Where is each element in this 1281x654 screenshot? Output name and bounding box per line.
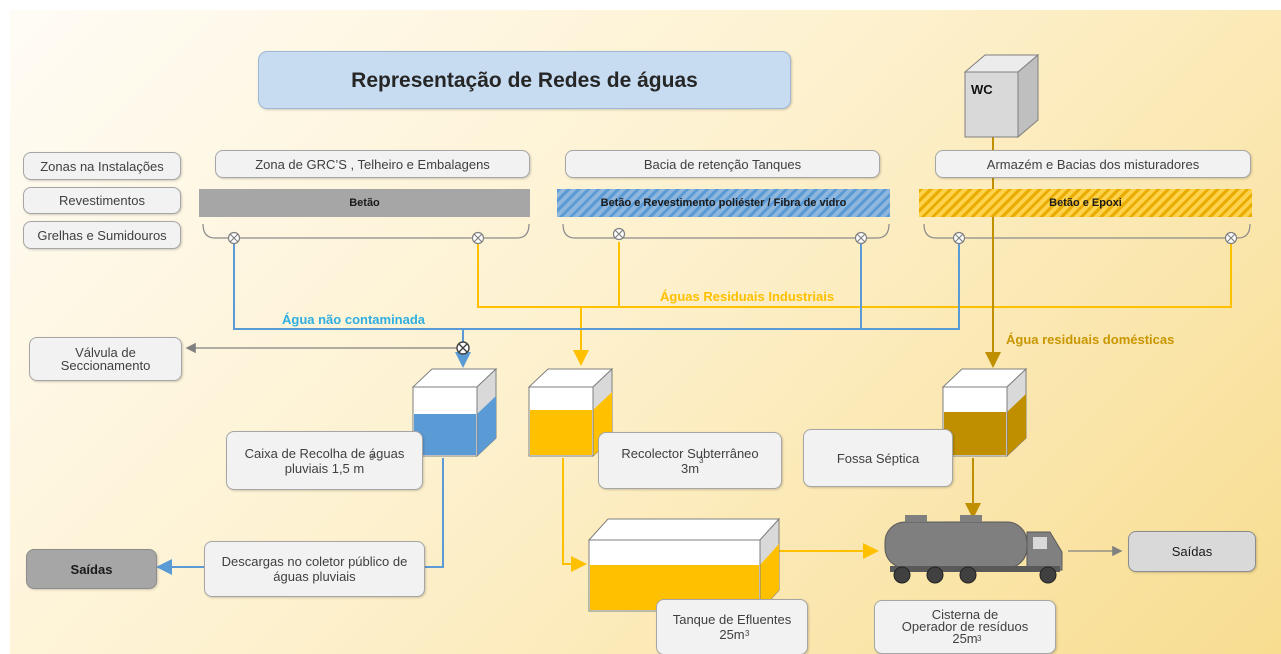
valve-box: Válvula de Seccionamento <box>29 337 182 381</box>
coating-epoxy: Betão e Epoxi <box>919 189 1252 217</box>
grey-arrows <box>185 342 1123 557</box>
collector-sup: 3 <box>699 456 704 465</box>
truck-icon <box>884 515 1063 584</box>
row-label-zones: Zonas na Instalações <box>23 152 181 180</box>
exit-right: Saídas <box>1128 531 1256 572</box>
industrial-flow-lines <box>477 242 1232 572</box>
domestic-label: Água residuais domésticas <box>1006 332 1175 347</box>
row-label-coatings: Revestimentos <box>23 187 181 214</box>
rain-box: Caixa de Recolha de águas pluviais 1,5 m… <box>226 431 423 490</box>
zone-grc: Zona de GRC’S , Telheiro e Embalagens <box>215 150 530 178</box>
tank-cube-icon <box>587 517 781 613</box>
effluent-text: Tanque de Efluentes 25m <box>672 612 792 642</box>
cistern-text: Cisterna de Operador de resíduos 25m <box>901 607 1029 646</box>
wc-cube-icon: WC <box>963 53 1040 139</box>
page-title: Representação de Redes de águas <box>258 51 791 109</box>
rain-box-sup: 3 <box>369 453 374 462</box>
drain-icon <box>227 227 1238 245</box>
effluent-sup: 3 <box>745 629 750 638</box>
collector-text: Recolector Subterrâneo 3m <box>621 445 759 476</box>
industrial-label: Águas Residuais Industriais <box>660 289 835 304</box>
tank-cube-icon <box>411 367 498 458</box>
exit-left: Saídas <box>26 549 157 589</box>
coating-concrete: Betão <box>199 189 530 217</box>
drain-braces <box>202 223 1251 239</box>
zone-warehouse: Armazém e Bacias dos misturadores <box>935 150 1251 178</box>
zone-retention: Bacia de retenção Tanques <box>565 150 880 178</box>
septic-box: Fossa Séptica <box>803 429 953 487</box>
valve-icon <box>456 341 470 355</box>
rain-box-text: Caixa de Recolha de águas pluviais 1,5 m <box>244 445 405 476</box>
discharge-box: Descargas no coletor público de águas pl… <box>204 541 425 597</box>
clean-water-label: Água não contaminada <box>282 312 426 327</box>
coating-polyester: Betão e Revestimento poliéster / Fibra d… <box>557 189 890 217</box>
row-label-drains: Grelhas e Sumidouros <box>23 221 181 249</box>
wc-label: WC <box>971 82 993 97</box>
cistern-sup: 3 <box>977 634 982 643</box>
tank-cube-icon <box>941 367 1028 458</box>
